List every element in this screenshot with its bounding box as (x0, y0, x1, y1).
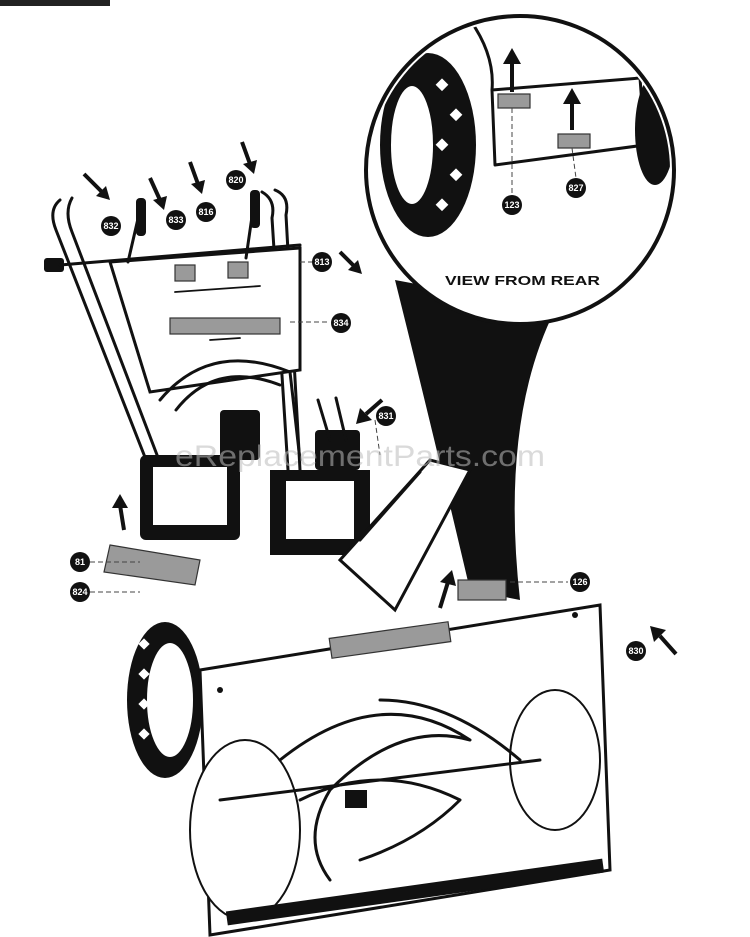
leader-lines (90, 261, 568, 593)
callout-123: 123 (502, 195, 522, 215)
callout-827: 827 (566, 178, 586, 198)
svg-text:834: 834 (333, 318, 348, 328)
svg-text:813: 813 (314, 257, 329, 267)
callout-824: 824 (70, 582, 90, 602)
svg-text:833: 833 (168, 215, 183, 225)
callout-831: 831 (376, 406, 396, 426)
rear-view-inset: VIEW FROM REAR (364, 14, 676, 326)
svg-text:824: 824 (72, 587, 87, 597)
callout-830: 830 (626, 641, 646, 661)
callout-81: 81 (70, 552, 90, 572)
callout-832: 832 (101, 216, 121, 236)
cropped-header-fragment (0, 0, 110, 6)
svg-text:123: 123 (504, 200, 519, 210)
callout-820: 820 (226, 170, 246, 190)
svg-text:126: 126 (572, 577, 587, 587)
inset-title: VIEW FROM REAR (445, 273, 601, 288)
callout-126: 126 (570, 572, 590, 592)
pointer-arrows (82, 141, 678, 656)
callout-813: 813 (312, 252, 332, 272)
svg-text:820: 820 (228, 175, 243, 185)
watermark: eReplacementParts.com (175, 440, 545, 473)
callout-833: 833 (166, 210, 186, 230)
svg-text:831: 831 (378, 411, 393, 421)
svg-text:830: 830 (628, 646, 643, 656)
snowblower-illustration (44, 188, 612, 937)
svg-text:832: 832 (103, 221, 118, 231)
svg-text:827: 827 (568, 183, 583, 193)
svg-text:81: 81 (75, 557, 85, 567)
magnifier-connector (395, 280, 555, 600)
callout-816: 816 (196, 202, 216, 222)
callout-834: 834 (331, 313, 351, 333)
svg-text:816: 816 (198, 207, 213, 217)
